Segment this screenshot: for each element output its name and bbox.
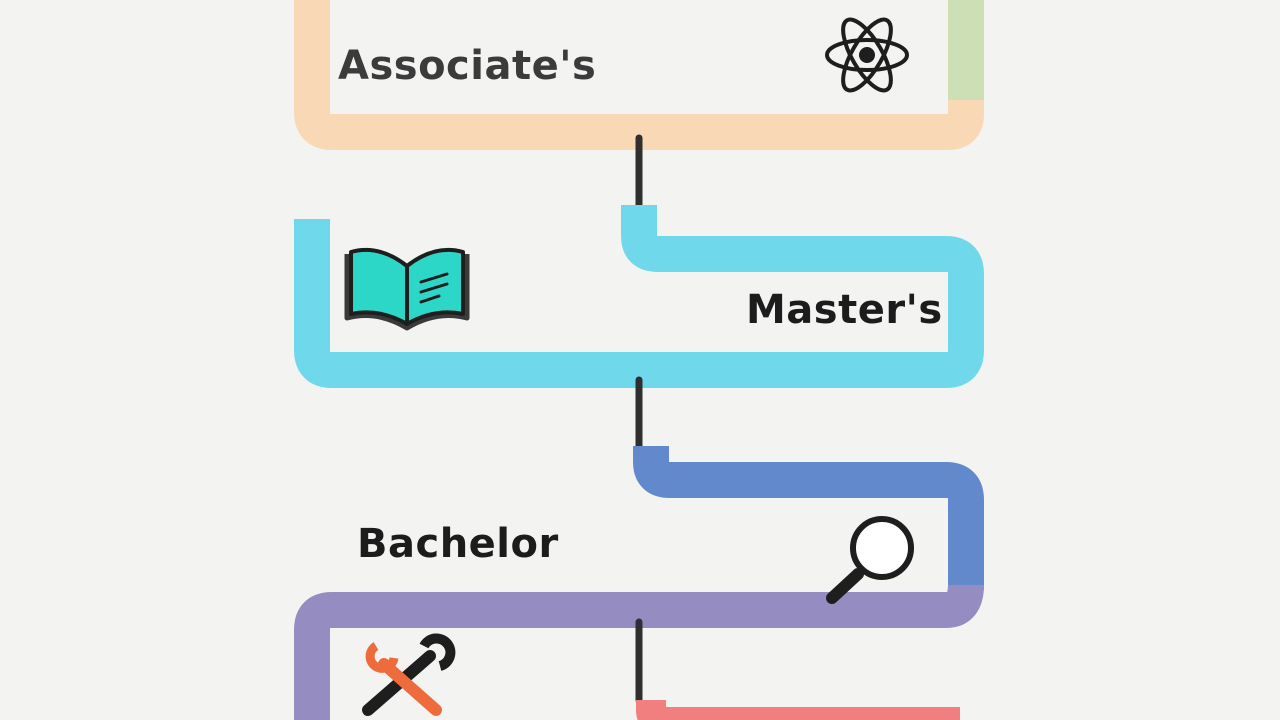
associates-label: Associate's bbox=[338, 43, 597, 89]
masters-label: Master's bbox=[746, 287, 943, 333]
bachelor-track-blue bbox=[633, 444, 984, 590]
masters-track bbox=[294, 205, 984, 388]
atom-icon bbox=[825, 17, 909, 93]
bachelor-track-purple bbox=[294, 584, 984, 720]
magnifying-glass-icon bbox=[826, 516, 914, 604]
open-book-icon bbox=[344, 247, 470, 331]
associates-track bbox=[294, 0, 984, 150]
bachelor-label: Bachelor bbox=[357, 521, 559, 567]
wrench-icon bbox=[362, 633, 456, 716]
next-stage-track bbox=[636, 695, 960, 720]
